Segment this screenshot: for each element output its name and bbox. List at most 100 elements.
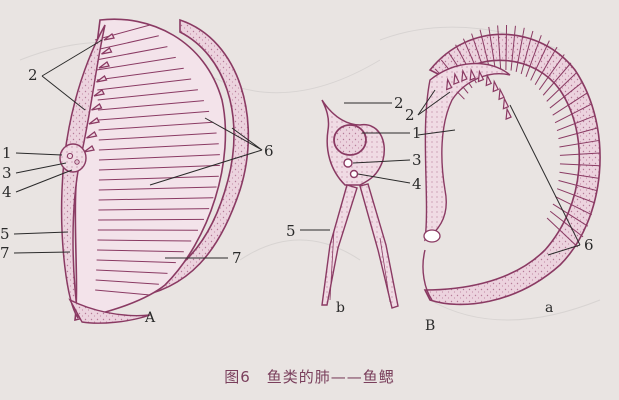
label-B-5: 5: [286, 222, 296, 240]
gill-filament-line: [98, 175, 219, 181]
blood-vessel-A: [59, 143, 87, 173]
gill-filament-line: [98, 143, 219, 151]
gill-filament-line: [98, 121, 214, 131]
gill-figure-A: [59, 18, 250, 324]
gill-filament-line: [554, 103, 592, 124]
gill-filament-line: [505, 25, 508, 71]
gill-filament-line: [94, 24, 151, 41]
gill-raker: [88, 117, 100, 125]
gill-filament-line: [97, 78, 192, 91]
leaders-A: [13, 39, 263, 259]
gill-filament-line: [552, 203, 589, 227]
gill-rakers-base-A: [60, 24, 106, 319]
gill-filament-line: [559, 163, 600, 167]
gill-raker: [103, 33, 115, 41]
label-B-4: 4: [412, 175, 422, 193]
gill-filament-line: [97, 239, 192, 242]
gill-filament-line: [98, 208, 210, 211]
gill-filament-line: [549, 81, 583, 109]
gill-raker: [86, 131, 98, 139]
label-A-3: 3: [2, 164, 12, 182]
panel-label-b: b: [336, 300, 345, 316]
gill-filament-line: [520, 30, 534, 75]
gill-filament-line: [95, 279, 159, 285]
label-B-3: 3: [412, 151, 422, 169]
gill-inner-arch-a: [424, 62, 511, 242]
gill-filament-line: [98, 218, 204, 221]
gill-filament-line: [546, 217, 579, 248]
filament-leg-left: [321, 184, 358, 306]
gill-raker: [93, 89, 105, 97]
gill-raker: [96, 75, 108, 83]
gill-filament-line: [556, 188, 596, 204]
gill-raker: [477, 69, 485, 83]
label-A-6: 6: [264, 142, 274, 160]
label-a-2: 2: [405, 106, 415, 124]
gill-raker: [485, 73, 493, 87]
gill-raker: [101, 47, 113, 55]
gill-outer-a: [423, 33, 601, 306]
panel-label-a: a: [545, 300, 553, 316]
gill-filament-line: [98, 197, 214, 201]
gill-filament-line: [556, 115, 595, 132]
gill-filament-line: [534, 46, 558, 85]
gill-filament-line: [525, 35, 542, 77]
gill-raker: [83, 145, 95, 153]
gill-filament-line: [98, 186, 217, 191]
gill-filament-line: [555, 196, 593, 216]
gill-figure-a-right: [422, 25, 601, 306]
gill-filament-line: [96, 259, 176, 264]
gill-filament-line: [515, 27, 525, 72]
gill-filament-line: [97, 249, 184, 253]
gill-filament-line: [488, 26, 497, 72]
label-A-7-right: 7: [232, 249, 242, 267]
gill-filament-line: [558, 127, 598, 140]
gill-filament-line: [530, 40, 550, 81]
labels-B: 2 1 3 4 5 2 6 b B a: [286, 94, 594, 334]
gill-filament-line: [95, 289, 151, 296]
gill-filament-line: [98, 164, 220, 171]
gill-filament-line: [558, 180, 598, 192]
filament-leg-right: [359, 183, 399, 309]
gill-filament-line: [95, 46, 168, 61]
label-B-1: 1: [412, 124, 422, 142]
gill-filament-line: [96, 56, 176, 71]
gill-filament-line: [497, 25, 502, 71]
gill-filament-line: [552, 92, 588, 116]
gill-raker: [91, 103, 103, 111]
gill-tip-A: [68, 298, 151, 324]
gill-filament-line: [538, 54, 565, 90]
gill-filament-line: [546, 71, 578, 102]
gill-filament-line: [559, 139, 600, 148]
gill-raker: [469, 67, 476, 81]
gill-filament-line: [559, 171, 600, 179]
gill-filament-line: [97, 89, 198, 101]
gill-filament-line: [98, 132, 217, 141]
gill-raker: [461, 68, 468, 82]
label-a-6: 6: [584, 236, 594, 254]
label-A-5: 5: [0, 225, 10, 243]
figure-caption: 图6 鱼类的肺——鱼鳃: [224, 368, 395, 386]
gill-filament-line: [98, 154, 220, 161]
leaders-B-section: [300, 102, 411, 231]
gill-raker: [502, 96, 510, 110]
gill-raker: [445, 77, 453, 91]
label-A-1: 1: [2, 144, 12, 162]
gill-raker: [492, 79, 500, 93]
gill-raker: [98, 61, 110, 69]
gill-raker: [498, 87, 505, 101]
gill-filament-line: [96, 67, 184, 81]
label-B-2: 2: [394, 94, 404, 112]
cartilage-section: [333, 124, 367, 156]
gill-filament-line: [98, 110, 210, 121]
gill-filament-line: [559, 152, 600, 156]
gill-raker: [453, 72, 460, 86]
gill-filament-line: [542, 62, 572, 96]
panel-label-B: B: [425, 318, 435, 334]
gill-filament-line: [510, 25, 516, 71]
label-A-7-left: 7: [0, 244, 10, 262]
labels-A: 2 1 3 4 5 7 6 7 A: [0, 66, 274, 326]
leaders-a: [417, 89, 581, 256]
